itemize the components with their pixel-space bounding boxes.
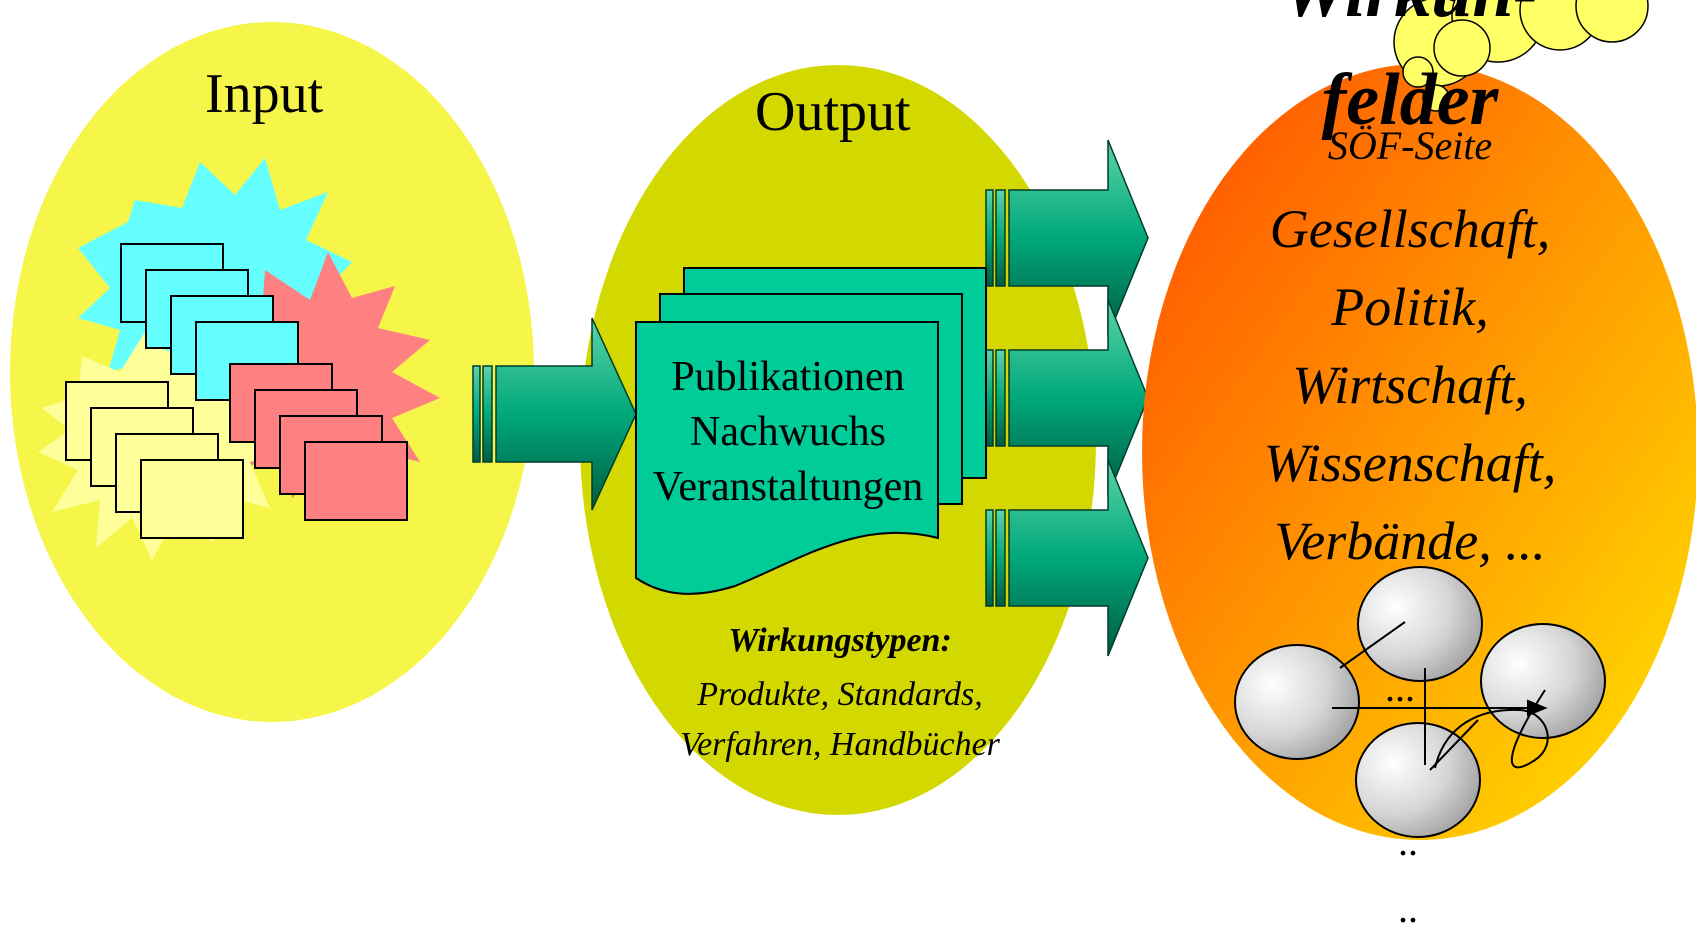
arrow-output-to-impact-bottom	[985, 459, 1149, 657]
impact-field-politics: Politik,	[1331, 277, 1489, 337]
impact-field-associations: Verbände, ...	[1274, 511, 1546, 571]
impact-title: Wirkun- felder	[1200, 0, 1620, 154]
impact-field-science: Wissenschaft,	[1263, 433, 1557, 493]
yellow-documents	[65, 381, 244, 539]
impact-field-economy: Wirtschaft,	[1292, 355, 1528, 415]
output-item-nachwuchs: Nachwuchs	[690, 409, 886, 455]
impact-types-heading: Wirkungstypen:	[728, 622, 952, 659]
input-title: Input	[205, 63, 324, 125]
impact-field-society: Gesellschaft,	[1269, 199, 1551, 259]
continuation-dots-1: ..	[1398, 819, 1418, 864]
output-items: Publikationen Nachwuchs Veranstaltungen	[628, 350, 948, 515]
output-item-events: Veranstaltungen	[652, 464, 924, 510]
impact-title-line-2: felder	[1321, 59, 1499, 141]
thought-cloud	[1393, 0, 1649, 112]
pink-documents	[229, 363, 408, 521]
arrow-output-to-impact-top	[985, 139, 1149, 337]
cyan-documents	[120, 243, 299, 401]
network-ellipsis: ...	[1385, 665, 1415, 710]
output-item-publications: Publikationen	[671, 354, 905, 400]
network-connectors	[1332, 621, 1549, 771]
network-spheres	[1234, 566, 1606, 838]
impact-types-line-2: Verfahren, Handbücher	[680, 726, 1000, 763]
arrow-input-to-output	[472, 317, 637, 511]
arrow-output-to-impact-middle	[985, 299, 1149, 497]
publication-documents	[635, 267, 987, 595]
impact-title-line-1: Wirkun-	[1200, 0, 1620, 46]
impact-subtitle: SÖF-Seite	[1327, 123, 1493, 168]
output-title: Output	[755, 81, 911, 143]
continuation-dots-2: ..	[1398, 886, 1418, 931]
impact-types-list: Produkte, Standards, Verfahren, Handbüch…	[615, 670, 1065, 770]
impact-types-line-1: Produkte, Standards,	[697, 676, 983, 713]
impact-fields-list: Gesellschaft, Politik, Wirtschaft, Wisse…	[1215, 190, 1605, 580]
